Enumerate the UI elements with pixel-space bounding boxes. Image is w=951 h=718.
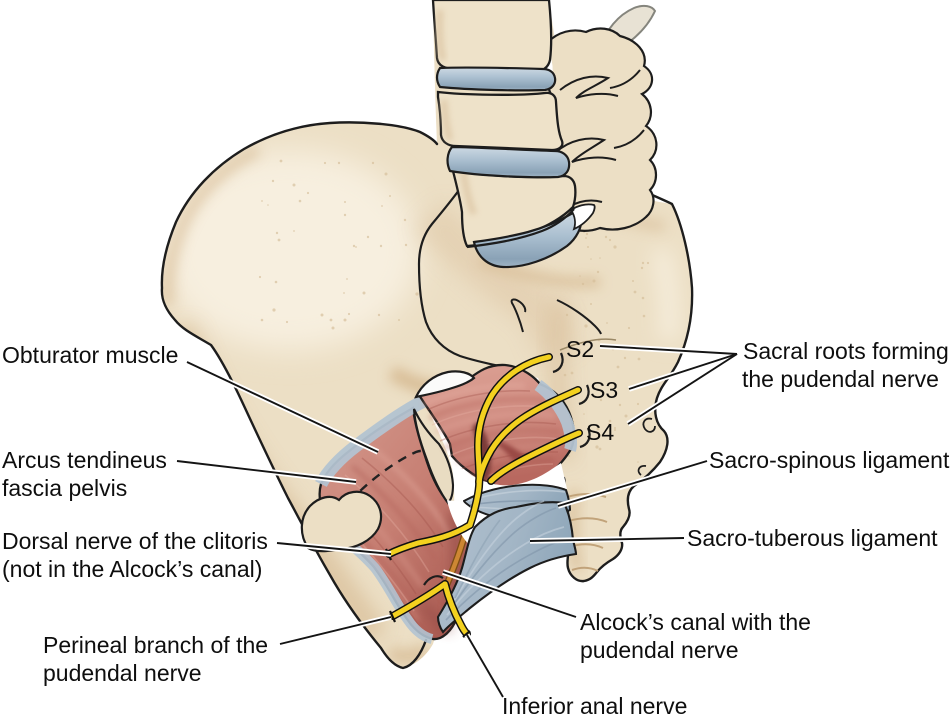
- svg-text:Obturator muscle: Obturator muscle: [2, 342, 178, 368]
- svg-text:pudendal nerve: pudendal nerve: [43, 660, 202, 686]
- svg-text:fascia pelvis: fascia pelvis: [2, 475, 127, 501]
- svg-text:Sacral roots forming: Sacral roots forming: [743, 338, 949, 364]
- svg-text:S2: S2: [566, 336, 594, 362]
- svg-text:Arcus tendineus: Arcus tendineus: [2, 447, 167, 473]
- svg-text:Perineal branch of the: Perineal branch of the: [43, 632, 268, 658]
- svg-text:Alcock’s canal with the: Alcock’s canal with the: [580, 609, 811, 635]
- svg-text:(not in the Alcock’s canal): (not in the Alcock’s canal): [2, 556, 262, 582]
- svg-text:S3: S3: [590, 377, 618, 403]
- svg-text:pudendal nerve: pudendal nerve: [580, 637, 739, 663]
- svg-text:S4: S4: [586, 419, 614, 445]
- svg-text:Sacro-spinous ligament: Sacro-spinous ligament: [709, 447, 950, 473]
- svg-text:Sacro-tuberous ligament: Sacro-tuberous ligament: [687, 525, 938, 551]
- svg-text:Inferior anal nerve: Inferior anal nerve: [502, 693, 687, 718]
- svg-text:Dorsal nerve of the clitoris: Dorsal nerve of the clitoris: [2, 528, 268, 554]
- svg-text:the pudendal nerve: the pudendal nerve: [742, 366, 939, 392]
